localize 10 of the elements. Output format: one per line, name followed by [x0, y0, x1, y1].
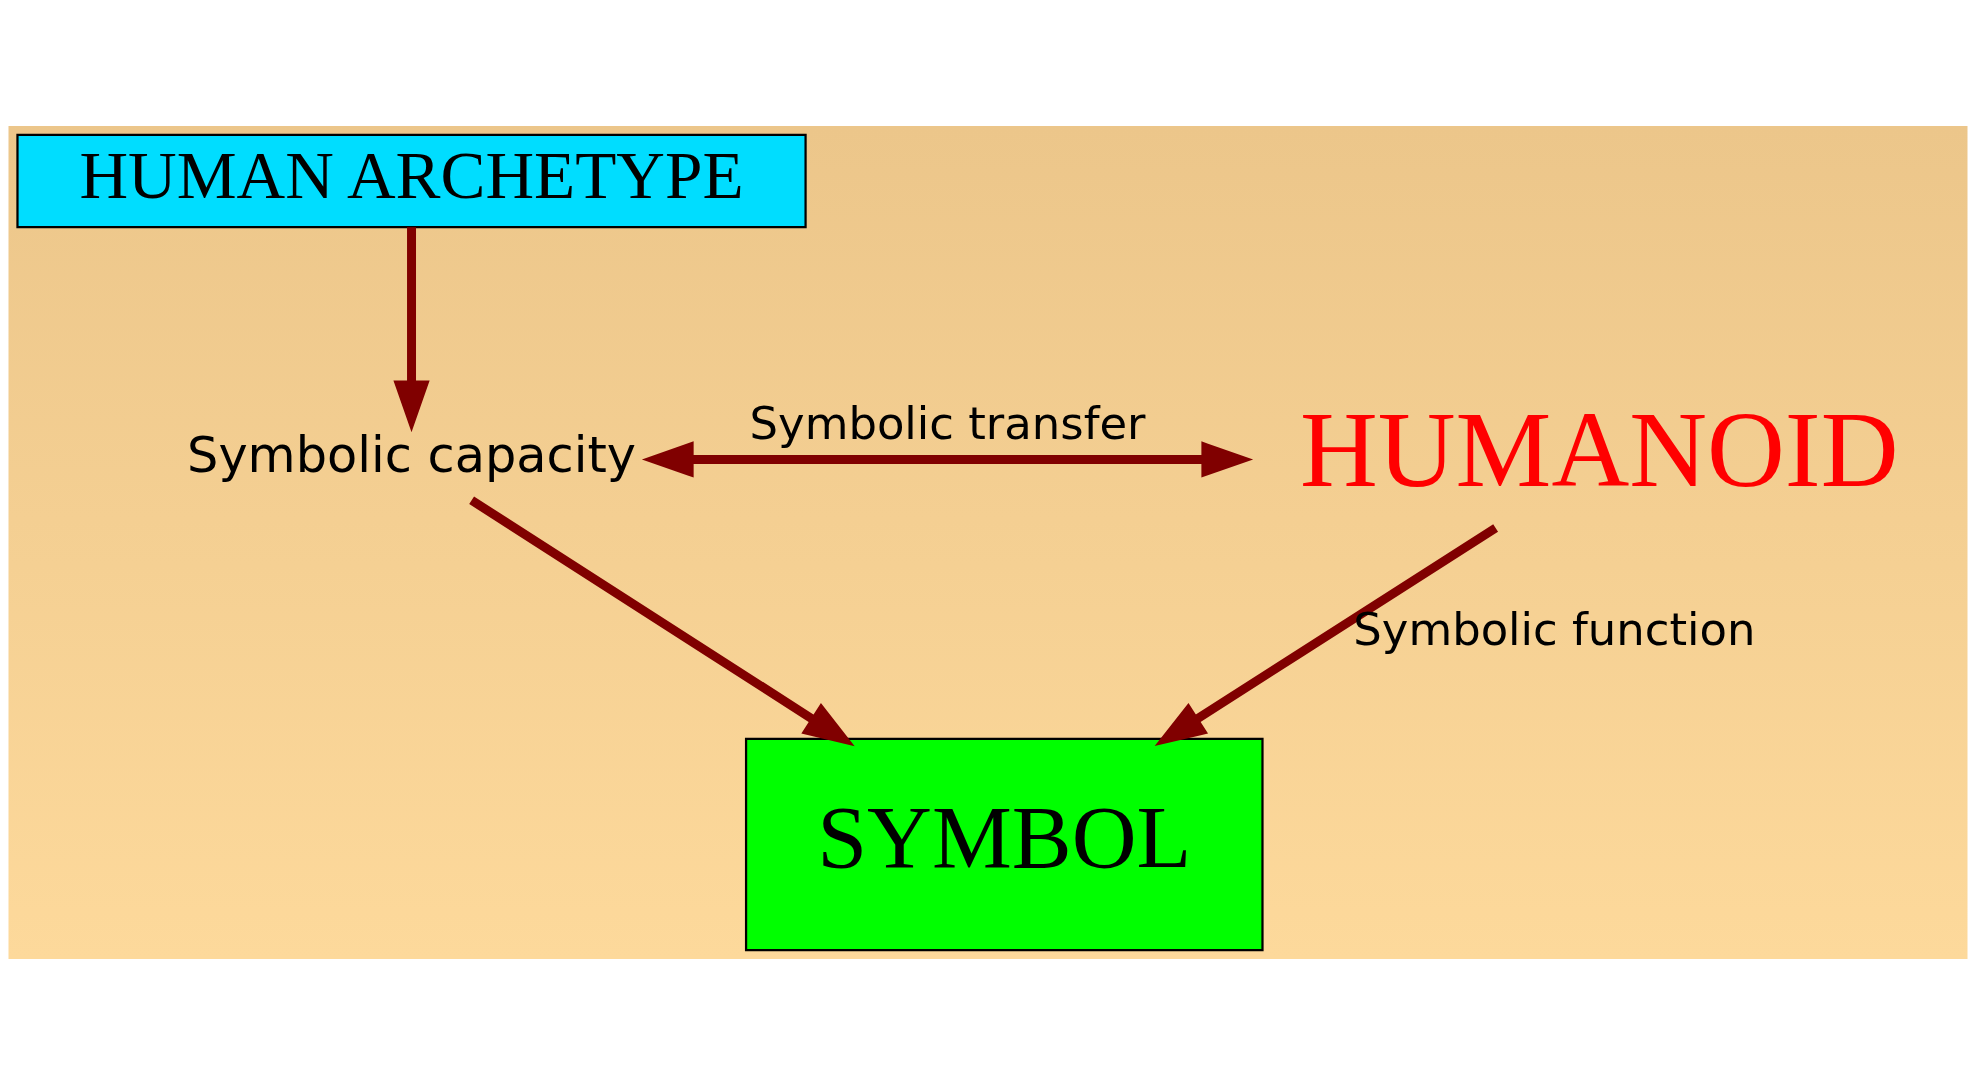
edge-label: Symbolic function — [1353, 602, 1756, 656]
arrow — [1154, 524, 1499, 747]
node-box: HUMAN ARCHETYPE — [16, 133, 807, 229]
node-text: HUMANOID — [1299, 390, 1899, 510]
arrow — [469, 496, 855, 747]
node-box: SYMBOL — [744, 737, 1264, 952]
node-text: Symbolic capacity — [187, 426, 636, 484]
arrow — [641, 441, 1254, 478]
edge-label: Symbolic transfer — [749, 397, 1146, 451]
arrow — [393, 227, 430, 433]
